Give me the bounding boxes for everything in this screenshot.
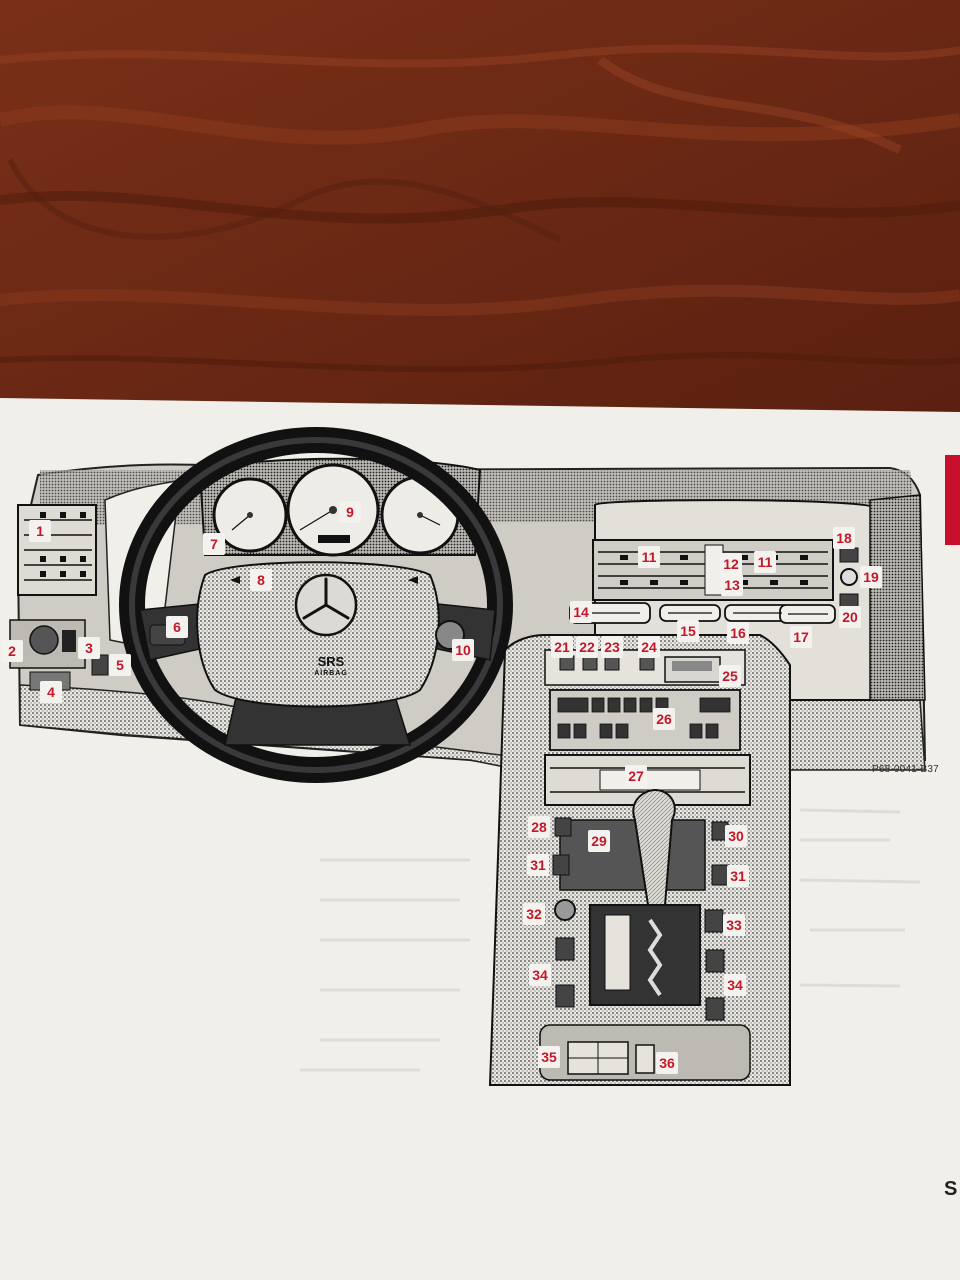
callout-19: 19: [860, 566, 882, 588]
callout-28: 28: [528, 816, 550, 838]
callout-24: 24: [638, 636, 660, 658]
callout-33: 33: [723, 914, 745, 936]
callout-36: 36: [656, 1052, 678, 1074]
callout-11b: 11: [754, 551, 776, 573]
callout-31a: 31: [527, 854, 549, 876]
callout-3: 3: [78, 637, 100, 659]
page-margin-glyph: S: [944, 1178, 958, 1200]
callout-25: 25: [719, 665, 741, 687]
callout-32: 32: [523, 903, 545, 925]
callout-17: 17: [790, 626, 812, 648]
callout-35: 35: [538, 1046, 560, 1068]
callout-6: 6: [166, 616, 188, 638]
airbag-label-srs: SRS: [317, 654, 345, 669]
callout-11a: 11: [638, 546, 660, 568]
callout-12: 12: [720, 553, 742, 575]
callout-1: 1: [29, 520, 51, 542]
callout-8: 8: [250, 569, 272, 591]
callout-9: 9: [339, 501, 361, 523]
callout-26: 26: [653, 708, 675, 730]
callout-15: 15: [677, 620, 699, 642]
callout-10: 10: [452, 639, 474, 661]
callout-22: 22: [576, 636, 598, 658]
callout-13: 13: [721, 574, 743, 596]
callout-23: 23: [601, 636, 623, 658]
callout-5: 5: [109, 654, 131, 676]
callout-16: 16: [727, 622, 749, 644]
callout-27: 27: [625, 765, 647, 787]
callout-29: 29: [588, 830, 610, 852]
callout-14: 14: [570, 601, 592, 623]
callout-30: 30: [725, 825, 747, 847]
callout-34a: 34: [529, 964, 551, 986]
callout-4: 4: [40, 681, 62, 703]
callout-7: 7: [203, 533, 225, 555]
figure-code: P68-0041-B37: [872, 764, 939, 775]
airbag-label-airbag: AIRBAG: [314, 670, 348, 677]
callout-34b: 34: [724, 974, 746, 996]
callout-31b: 31: [727, 865, 749, 887]
callout-2: 2: [1, 640, 23, 662]
wooden-table-background: [0, 0, 960, 420]
callout-21: 21: [551, 636, 573, 658]
callout-20: 20: [839, 606, 861, 628]
callout-18: 18: [833, 527, 855, 549]
